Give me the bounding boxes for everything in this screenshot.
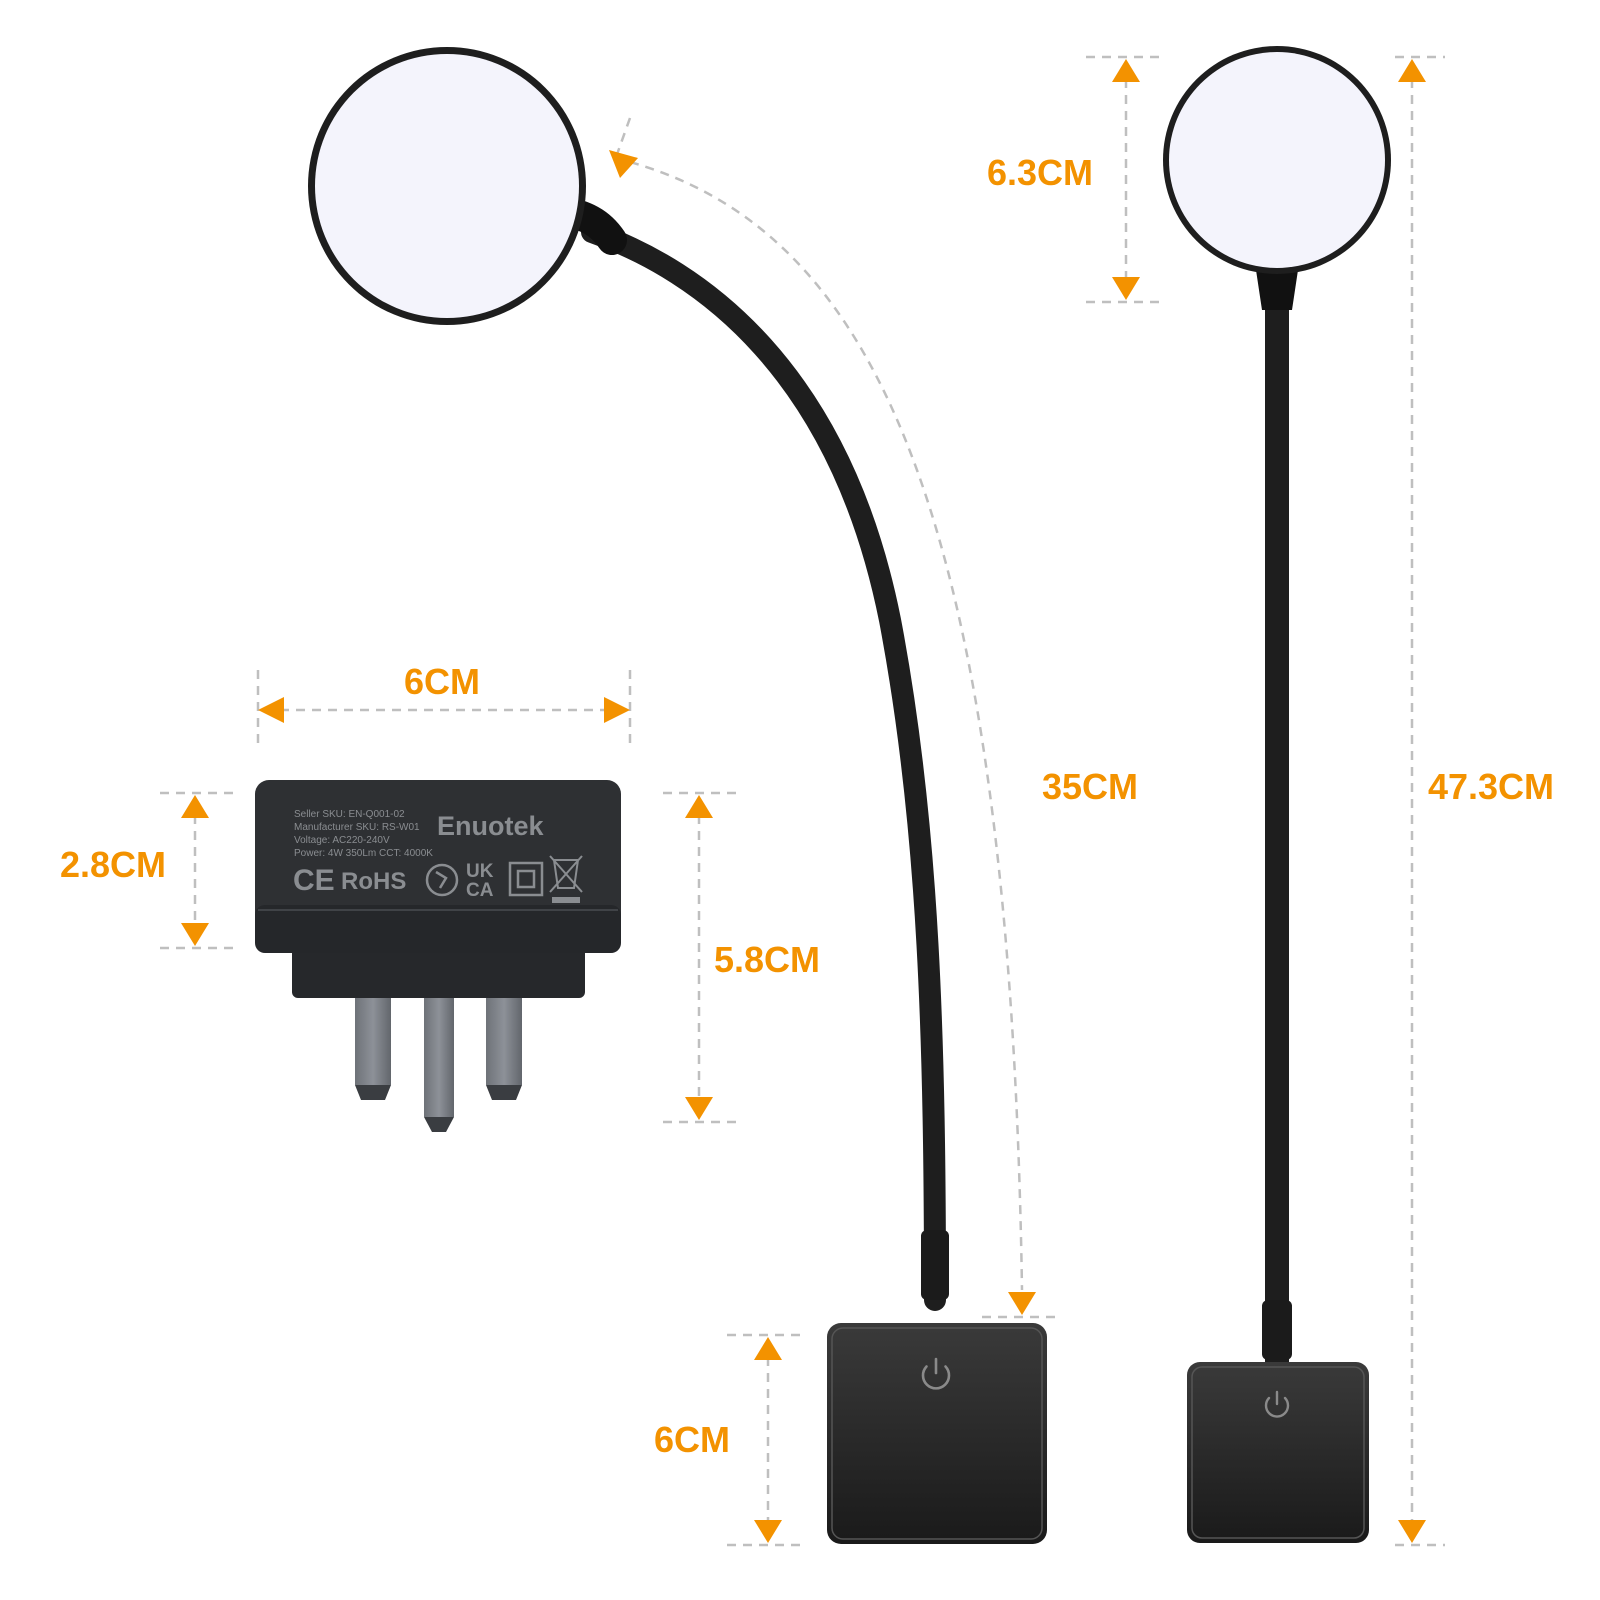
plug-depth-label: 2.8CM	[60, 844, 166, 885]
weee-bin-icon	[549, 855, 583, 903]
brand-logo-text: Enuotek	[437, 811, 544, 841]
rohs-mark: RoHS	[341, 868, 406, 895]
straight-lamp-gooseneck	[1265, 285, 1289, 1385]
triangle-arrow-icon	[181, 795, 209, 818]
triangle-arrow-icon	[754, 1337, 782, 1360]
triangle-arrow-icon	[685, 795, 713, 818]
plug-label-line1: Seller SKU: EN-Q001-02	[294, 809, 405, 820]
plug-pin-center	[424, 990, 454, 1117]
curved-lamp-face	[315, 54, 579, 318]
curved-lamp	[308, 47, 1047, 1544]
triangle-arrow-icon	[258, 697, 284, 723]
plug-width-label: 6CM	[404, 661, 480, 702]
gooseneck-length-label: 35CM	[1042, 766, 1138, 807]
straight-lamp-base	[1187, 1362, 1369, 1543]
plug-label-line2: Manufacturer SKU: RS-W01	[294, 822, 420, 833]
plug-pin-left	[355, 990, 391, 1085]
triangle-arrow-icon	[609, 150, 638, 178]
dimension-guides	[160, 55, 1445, 1547]
plug-adapter: Seller SKU: EN-Q001-02 Manufacturer SKU:…	[255, 780, 621, 1132]
triangle-arrow-icon	[1398, 59, 1426, 82]
plug-label-line4: Power: 4W 350Lm CCT: 4000K	[294, 848, 433, 859]
ukca-mark-top: UK	[466, 861, 494, 882]
dimension-labels: 6CM 2.8CM 5.8CM 35CM 6CM 6.3CM 47.3CM	[60, 152, 1554, 1460]
triangle-arrow-icon	[181, 923, 209, 946]
curved-lamp-gooseneck	[581, 221, 946, 1311]
plug-back-plate	[292, 940, 585, 998]
ukca-mark-bottom: CA	[466, 880, 494, 901]
straight-lamp	[1163, 46, 1391, 1543]
triangle-arrow-icon	[1008, 1292, 1036, 1315]
power-icon	[1264, 1390, 1290, 1418]
curved-lamp-base	[827, 1323, 1047, 1544]
plug-label-line3: Voltage: AC220-240V	[294, 835, 390, 846]
triangle-arrow-icon	[604, 697, 630, 723]
head-diameter-label: 6.3CM	[987, 152, 1093, 193]
plug-pin-right	[486, 990, 522, 1085]
power-icon	[921, 1357, 951, 1390]
triangle-arrow-icon	[1398, 1520, 1426, 1543]
arrowheads	[181, 59, 1426, 1543]
triangle-arrow-icon	[754, 1520, 782, 1543]
triangle-arrow-icon	[1112, 277, 1140, 300]
double-insulation-icon	[508, 861, 544, 897]
triangle-arrow-icon	[685, 1097, 713, 1120]
straight-lamp-face	[1169, 52, 1385, 268]
recycle-icon	[425, 863, 459, 897]
triangle-arrow-icon	[1112, 59, 1140, 82]
plug-height-label: 5.8CM	[714, 939, 820, 980]
base-height-label: 6CM	[654, 1419, 730, 1460]
ce-mark: CE	[293, 864, 335, 897]
total-height-label: 47.3CM	[1428, 766, 1554, 807]
